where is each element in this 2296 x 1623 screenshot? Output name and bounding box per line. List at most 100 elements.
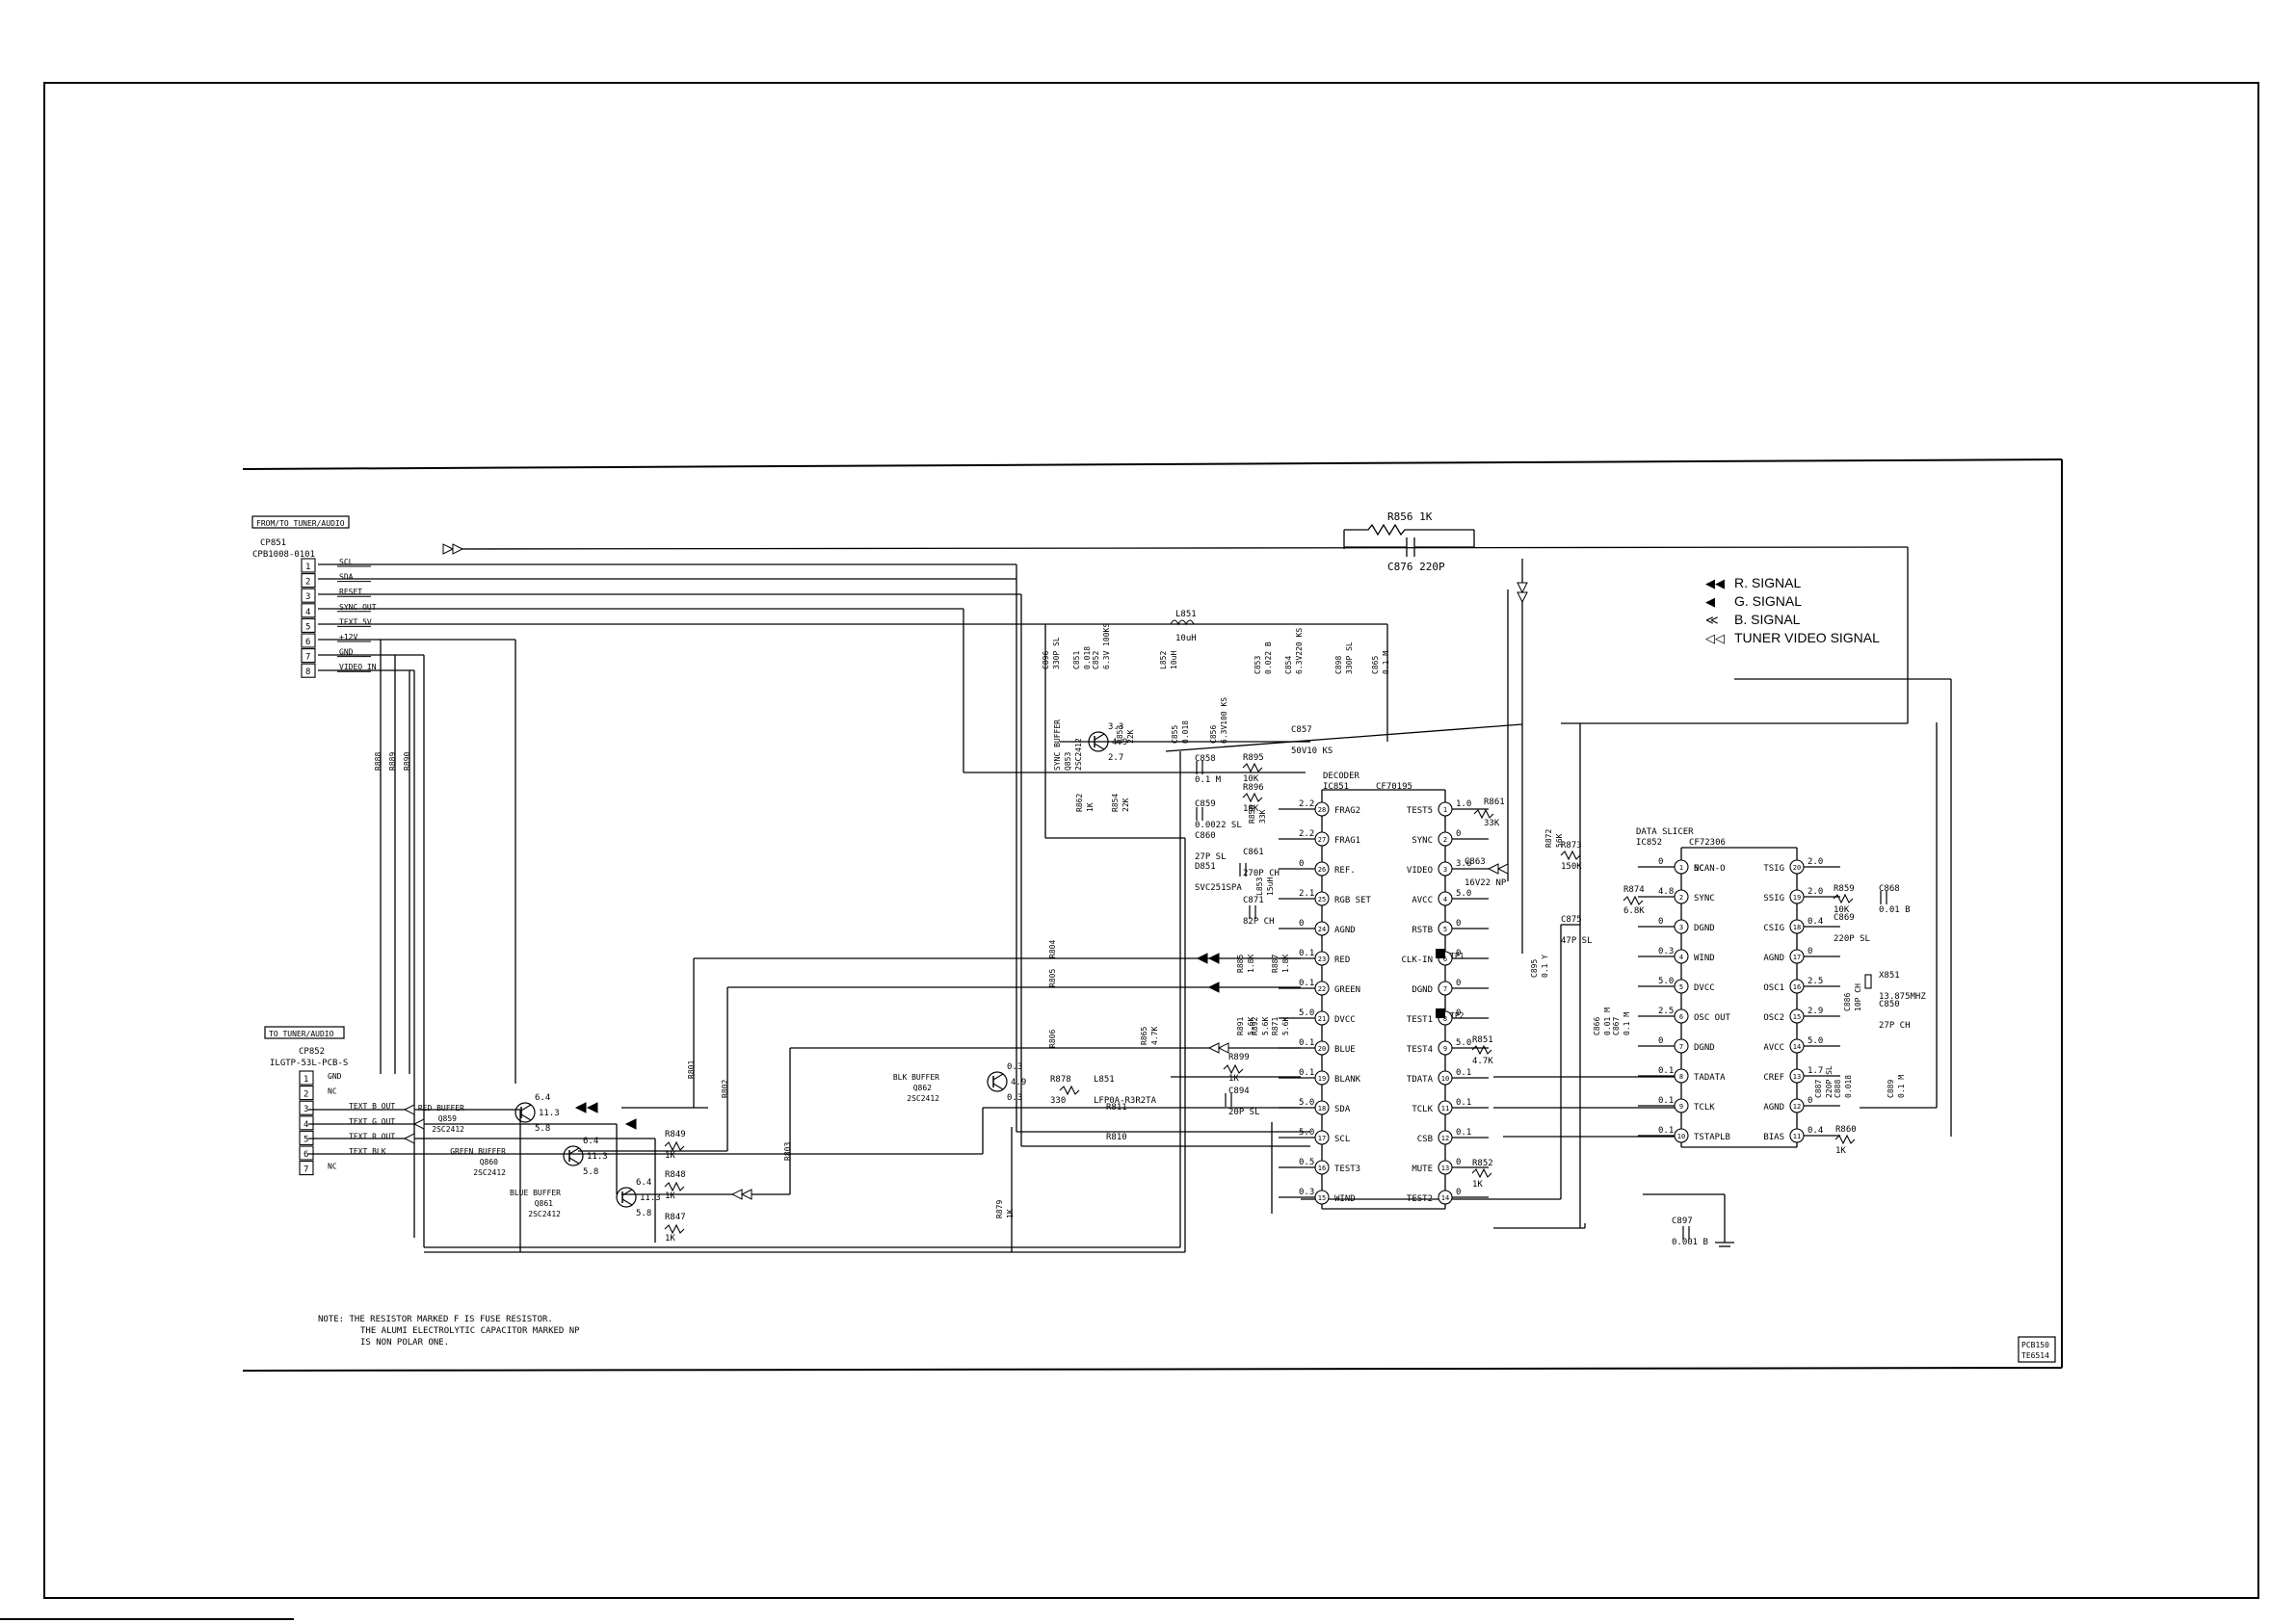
r885-ref: R885 xyxy=(1236,955,1245,973)
red-transistor-collector xyxy=(520,1104,532,1112)
cp852-pin-num: 1 xyxy=(303,1075,308,1085)
decoder-pin-number: 5 xyxy=(1443,926,1447,933)
r896-ref: R896 xyxy=(1243,783,1264,793)
signal-arrow xyxy=(1207,953,1220,964)
decoder-pin-label: FRAG2 xyxy=(1334,806,1360,816)
sync-voltage-1: 3.3 xyxy=(1108,722,1123,732)
decoder-pin-voltage: 0 xyxy=(1299,859,1304,869)
decoder-pin-number: 6 xyxy=(1443,955,1447,963)
cp851-pin-box xyxy=(301,648,316,664)
slicer-pin-number: 11 xyxy=(1793,1133,1801,1140)
decoder-pin-number: 23 xyxy=(1318,955,1326,963)
slicer-pin-number: 12 xyxy=(1793,1103,1801,1111)
slicer-pin-voltage: 5.0 xyxy=(1658,977,1674,986)
slicer-pin-voltage: 0.1 xyxy=(1658,1066,1674,1076)
decoder-pin-label: WIND xyxy=(1334,1194,1356,1204)
c850-ref: C850 xyxy=(1879,1000,1900,1009)
signal-arrow xyxy=(1207,982,1220,993)
signal-arrow xyxy=(403,1104,415,1115)
signal-arrow xyxy=(730,1189,743,1200)
ref-box-line2: TE6514 xyxy=(2021,1351,2049,1360)
c850-value: 27P CH xyxy=(1879,1021,1911,1031)
cp851-pin-label: VIDEO IN xyxy=(339,663,377,671)
green-transistor-collector xyxy=(568,1147,580,1155)
decoder-pin-label: RSTB xyxy=(1412,926,1433,935)
signal-legend: ◀◀R. SIGNAL◀G. SIGNAL≪B. SIGNAL◁◁TUNER V… xyxy=(1705,575,1880,646)
c853-ref: C853 xyxy=(1254,656,1262,674)
c867-value: 0.1 M xyxy=(1623,1012,1631,1035)
signal-arrow xyxy=(412,1118,425,1130)
blk-voltage-2: 4.9 xyxy=(1011,1078,1026,1087)
c866-ref: C866 xyxy=(1593,1017,1601,1035)
r859-value: 10K xyxy=(1834,905,1850,915)
tp2-label: TP2 xyxy=(1450,1011,1465,1020)
cp852-pin-box xyxy=(299,1100,314,1115)
green-buffer-name: GREEN BUFFER xyxy=(450,1147,506,1156)
red-buffer-name: RED BUFFER xyxy=(418,1104,464,1113)
signal-arrow xyxy=(740,1189,752,1200)
c869-value: 220P SL xyxy=(1834,934,1870,944)
decoder-pin-number: 13 xyxy=(1441,1165,1449,1172)
sync-transistor-collector xyxy=(1094,733,1105,741)
r874-ref: R874 xyxy=(1623,885,1645,895)
resistor-symbol xyxy=(1059,1085,1080,1096)
slicer-scan-label: SCAN-O xyxy=(1694,864,1726,874)
component-labels: R8491KR8481KR8471KR878330L851LFP0A-R3R2T… xyxy=(374,610,1926,1247)
red-buffer-transistor xyxy=(515,1102,536,1123)
blk-voltage-3: 0.3 xyxy=(1007,1093,1022,1103)
c863-value: 16V22 NP xyxy=(1465,878,1507,888)
cp852-pin-box xyxy=(299,1161,314,1176)
r847-ref: R847 xyxy=(665,1213,686,1222)
blk-buffer-transistor xyxy=(987,1071,1008,1092)
resistor-symbol xyxy=(1833,893,1854,904)
x851-ref: X851 xyxy=(1879,971,1900,981)
decoder-pin-voltage: 5.0 xyxy=(1456,1038,1471,1048)
c867-ref: C867 xyxy=(1612,1017,1621,1035)
slicer-pin-label: TSTAPLB xyxy=(1694,1133,1730,1142)
c860-ref: C860 xyxy=(1195,831,1216,841)
slicer-pin-voltage: 2.9 xyxy=(1808,1007,1823,1016)
blue-voltage-3: 5.8 xyxy=(636,1209,651,1218)
slicer-pin-voltage: 0 xyxy=(1658,857,1663,867)
legend-symbol: ◀◀ xyxy=(1705,577,1725,591)
decoder-pin-label: CSB xyxy=(1417,1135,1433,1144)
slicer-pin-number: 2 xyxy=(1679,894,1683,902)
c875-value: 47P SL xyxy=(1561,936,1593,946)
cp851-pin-box xyxy=(301,603,316,618)
slicer-pin-label: BIAS xyxy=(1763,1133,1784,1142)
blk-voltage-1: 0.3 xyxy=(1007,1062,1022,1072)
slicer-pin-label: SSIG xyxy=(1763,894,1784,903)
r859-ref: R859 xyxy=(1834,884,1855,894)
r888-rotated-label: R888 xyxy=(374,752,383,771)
signal-arrow xyxy=(1207,1042,1220,1054)
decoder-pin-number: 1 xyxy=(1443,806,1447,814)
blue-voltage-1: 6.4 xyxy=(636,1178,651,1188)
blue-buffer-transistor xyxy=(616,1187,637,1208)
r895-value: 10K xyxy=(1243,774,1259,784)
connector-cp851: FROM/TO TUNER/AUDIOCP851CPB1008-01011SCL… xyxy=(251,515,377,678)
decoder-pin-voltage: 0 xyxy=(1456,949,1461,958)
slicer-pin-label: DGND xyxy=(1694,1043,1715,1053)
decoder-pin-label: RGB SET xyxy=(1334,896,1372,905)
cp851-pin-label: SDA xyxy=(339,573,354,582)
cp852-pin-label: GND xyxy=(328,1072,342,1081)
decoder-pin-voltage: 0 xyxy=(1456,1008,1461,1018)
r804-rotated-label: R804 xyxy=(1048,940,1057,958)
cp851-pin-num: 4 xyxy=(305,608,310,617)
r892-ref: R892 xyxy=(1251,1017,1259,1035)
blk-transistor-collector xyxy=(992,1073,1004,1081)
resistor-symbol xyxy=(1242,762,1263,773)
c851-value: 0.018 xyxy=(1083,646,1092,669)
cp851-pin-box xyxy=(301,573,316,589)
r806-ref: R806 xyxy=(1048,1030,1057,1048)
r851-ref: R851 xyxy=(1472,1035,1493,1045)
slicer-pin-label: OSC2 xyxy=(1763,1013,1784,1023)
